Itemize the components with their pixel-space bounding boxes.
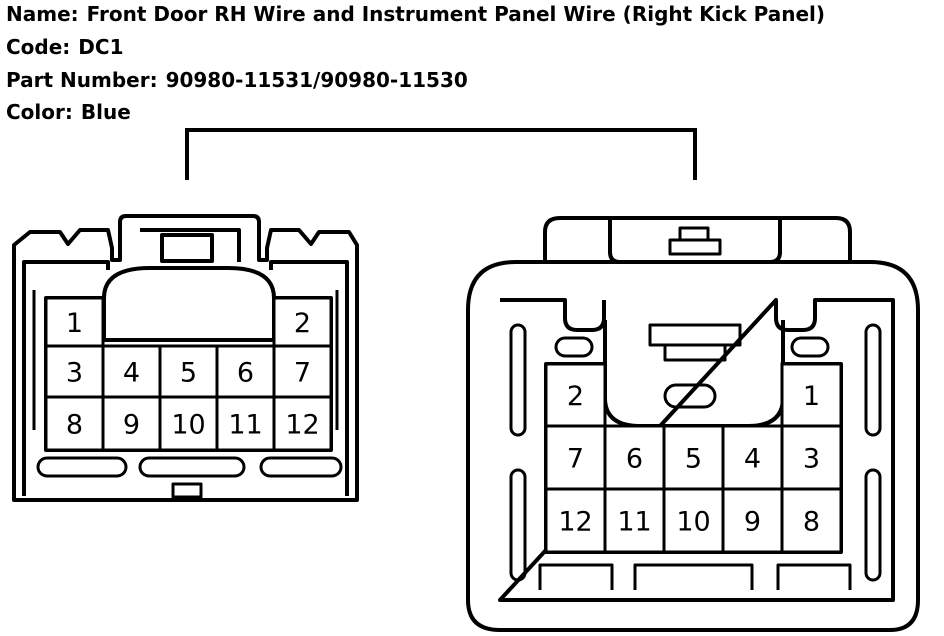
left-pin-label: 9	[123, 410, 140, 441]
color-value: Blue	[80, 100, 131, 124]
right-pin-cell	[780, 487, 843, 554]
right-pin-grid: 2 1 7 6 5 4 3 12 11 10 9 8	[544, 362, 843, 554]
right-pin-label: 9	[744, 507, 761, 538]
left-pin-label: 7	[294, 358, 311, 389]
left-pin-cell	[44, 344, 105, 399]
right-pin-label: 8	[803, 507, 820, 538]
left-pin-label: 5	[180, 358, 197, 389]
left-pin-label: 12	[285, 410, 319, 441]
left-pin-cell	[272, 395, 333, 452]
right-pin-label: 7	[567, 444, 584, 475]
code-label: Code:	[6, 35, 71, 59]
mating-bracket	[185, 128, 697, 180]
right-pin-cell	[721, 424, 784, 491]
name-value: Front Door RH Wire and Instrument Panel …	[86, 2, 826, 26]
left-pin-label: 8	[66, 410, 83, 441]
left-pin-cell	[272, 296, 333, 348]
name-label: Name:	[6, 2, 79, 26]
right-pin-label: 4	[744, 444, 761, 475]
part-number-label: Part Number:	[6, 68, 158, 92]
right-pin-cell	[721, 487, 784, 554]
connector-name: Name: Front Door RH Wire and Instrument P…	[6, 2, 825, 26]
left-pin-label: 4	[123, 358, 140, 389]
left-pin-label: 6	[237, 358, 254, 389]
left-pin-label: 3	[66, 358, 83, 389]
right-pin-cell	[662, 487, 725, 554]
right-pin-label: 11	[617, 507, 651, 538]
right-connector	[466, 216, 920, 632]
right-pin-label: 1	[803, 381, 820, 412]
color-label: Color:	[6, 100, 73, 124]
right-pin-label: 10	[676, 507, 710, 538]
right-pin-cell	[603, 487, 666, 554]
right-pin-label: 2	[567, 381, 584, 412]
right-pin-label: 6	[626, 444, 643, 475]
left-pin-cell	[101, 344, 162, 399]
connector-color: Color: Blue	[6, 100, 131, 124]
right-pin-label: 12	[558, 507, 592, 538]
connector-code: Code: DC1	[6, 35, 124, 59]
left-pin-label: 11	[228, 410, 262, 441]
right-pin-label: 3	[803, 444, 820, 475]
code-value: DC1	[78, 35, 124, 59]
part-number: Part Number: 90980-11531/90980-11530	[6, 68, 468, 92]
left-pin-cell	[215, 395, 276, 452]
right-pin-cell	[780, 424, 843, 491]
right-pin-label: 5	[685, 444, 702, 475]
left-pin-label: 1	[66, 308, 83, 339]
part-number-value: 90980-11531/90980-11530	[165, 68, 468, 92]
left-pin-label: 2	[294, 308, 311, 339]
left-pin-label: 10	[171, 410, 205, 441]
left-pin-cell	[158, 395, 219, 452]
